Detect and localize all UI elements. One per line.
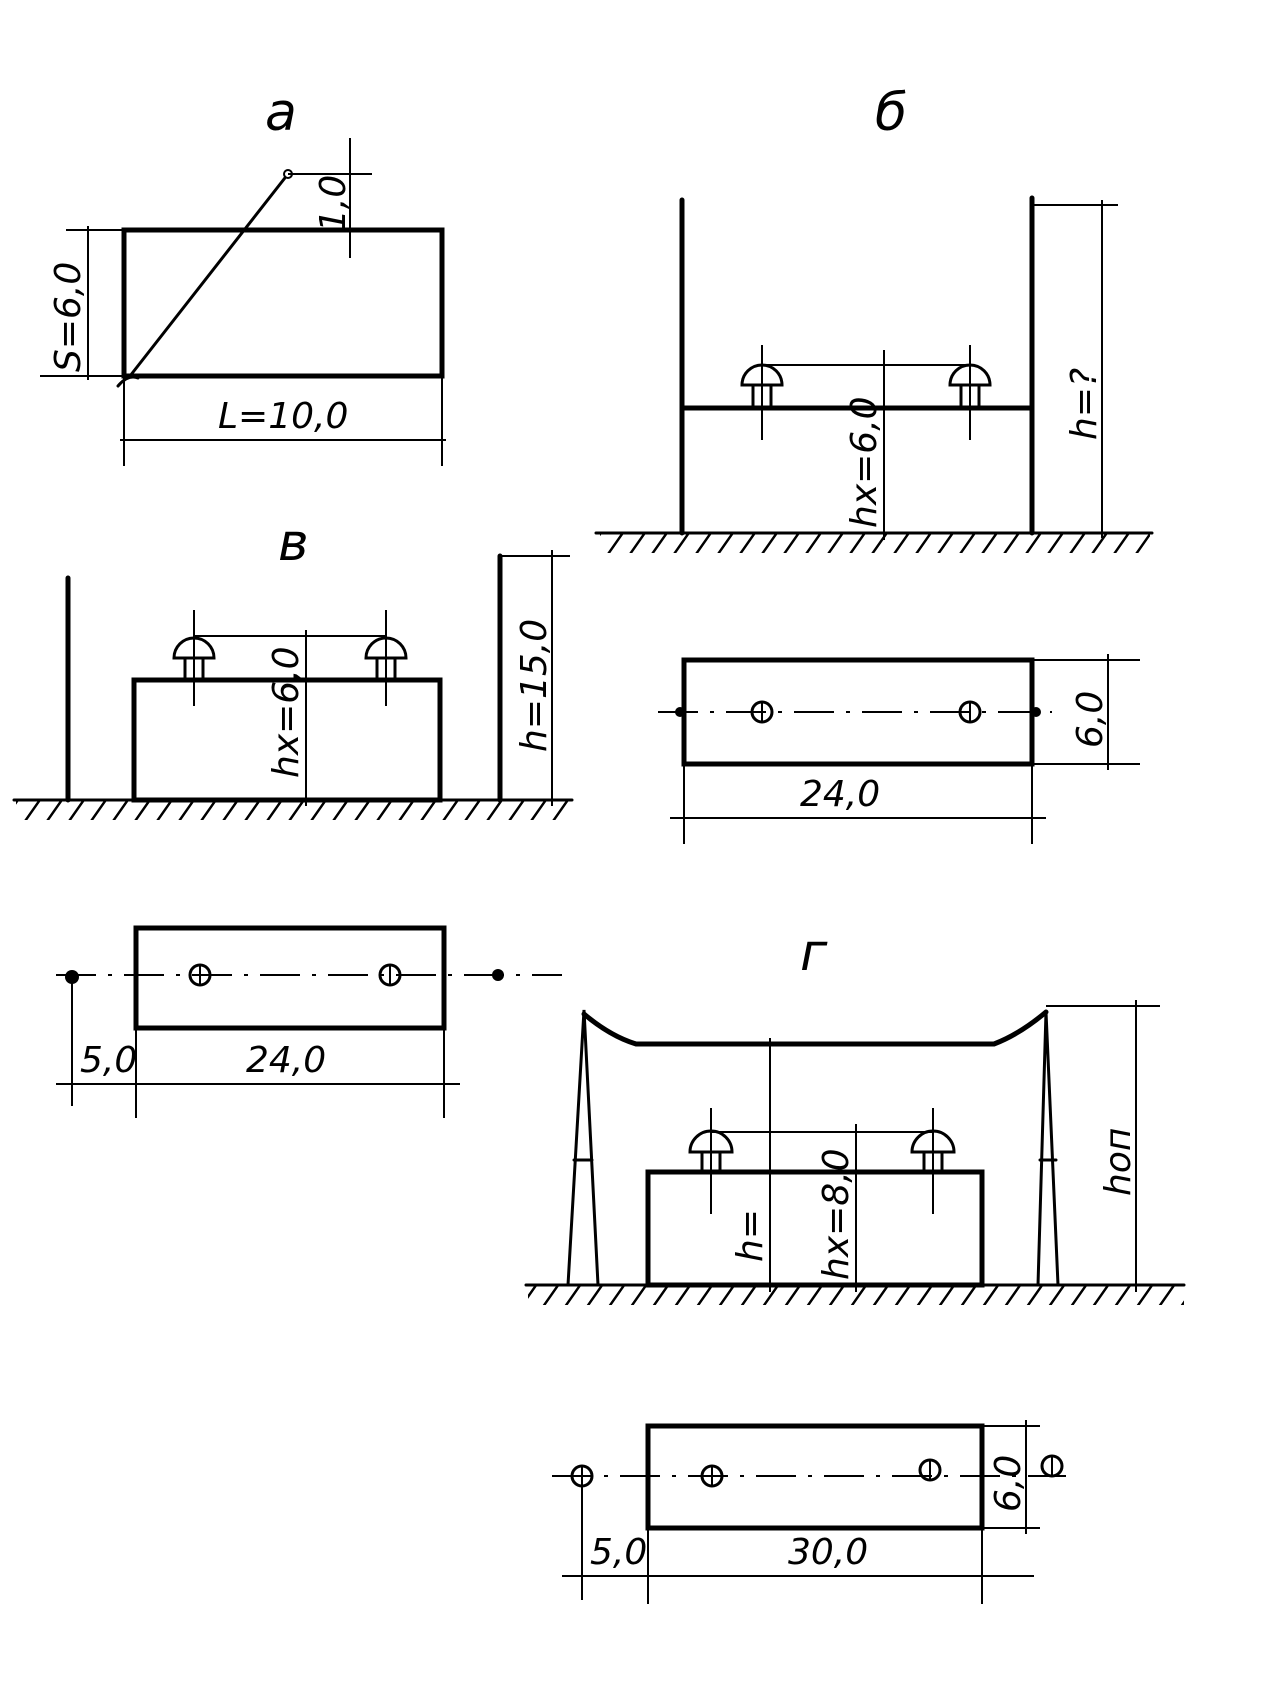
figure-g-dim-hop: hоп [1098, 1128, 1139, 1196]
figure-b-plan-rod [750, 700, 774, 724]
figure-g-plan-height: 6,0 [988, 1455, 1029, 1512]
figure-b-plan-height: 6,0 [1070, 691, 1111, 748]
figure-g: г h= hx=8,0 hоп [524, 923, 1186, 1604]
figure-a-rectangle [121, 227, 445, 379]
figure-v-plan-mast [492, 969, 504, 981]
figure-b-plan-mast [1031, 707, 1041, 717]
figure-v-plan [133, 925, 447, 1031]
figure-v-ground-hatch [16, 800, 572, 820]
figure-b-rod-right [948, 345, 992, 440]
figure-v-plan-width: 24,0 [246, 1040, 326, 1081]
figure-g-plan-mast [1040, 1454, 1064, 1478]
figure-g-rod-left [688, 1108, 734, 1214]
figure-g-dim-h: h= [730, 1209, 771, 1262]
figure-a-diagonal [128, 172, 290, 378]
figure-v-dim-h: h=15,0 [514, 619, 555, 752]
figure-b-ground-hatch [600, 533, 1150, 553]
figure-g-plan-width: 30,0 [788, 1532, 868, 1573]
figure-v-plan-offset: 5,0 [80, 1040, 137, 1081]
figure-g-ground-hatch [528, 1285, 1184, 1305]
figure-b-plan-width: 24,0 [800, 774, 880, 815]
figure-a-arc [116, 375, 140, 388]
figure-b: б hx=6,0 h=? [594, 83, 1154, 844]
figure-v-dim-hx: hx=6,0 [266, 646, 307, 778]
figure-v: в hx=6,0 h=15,0 [12, 513, 574, 1118]
figure-b-dim-h: h=? [1064, 368, 1105, 440]
figure-g-building [645, 1169, 985, 1288]
figure-a-dim-top: 1,0 [313, 175, 354, 232]
figure-g-plan-offset: 5,0 [590, 1532, 647, 1573]
figure-v-building [131, 677, 443, 803]
figure-b-rod-left [740, 345, 784, 440]
figure-g-mast-left [566, 1009, 600, 1287]
figure-a-dim-bottom: L=10,0 [218, 396, 348, 437]
figure-g-label: г [800, 923, 828, 983]
figure-g-cable [581, 1009, 1049, 1047]
figure-g-dim-hx: hx=8,0 [816, 1148, 857, 1280]
figure-b-plan-mast [675, 707, 685, 717]
figure-v-label: в [278, 513, 309, 573]
figure-a: а 1,0 S=6,0 L=10,0 [40, 83, 446, 466]
figure-v-plan-rod [188, 963, 212, 987]
figure-a-label: а [265, 83, 297, 143]
figure-v-plan-rod [378, 963, 402, 987]
figure-b-plan-rod [958, 700, 982, 724]
figure-v-rod-left [172, 610, 216, 706]
figure-b-label: б [875, 83, 907, 143]
figure-a-dim-side: S=6,0 [48, 262, 89, 372]
figure-g-plan-rod [918, 1458, 942, 1482]
figure-v-rod-right [364, 610, 408, 706]
figure-g-plan-rod [700, 1464, 724, 1488]
figure-b-dim-hx: hx=6,0 [844, 396, 885, 528]
figure-g-mast-right [1036, 1011, 1060, 1287]
figure-g-rod-right [910, 1108, 956, 1214]
